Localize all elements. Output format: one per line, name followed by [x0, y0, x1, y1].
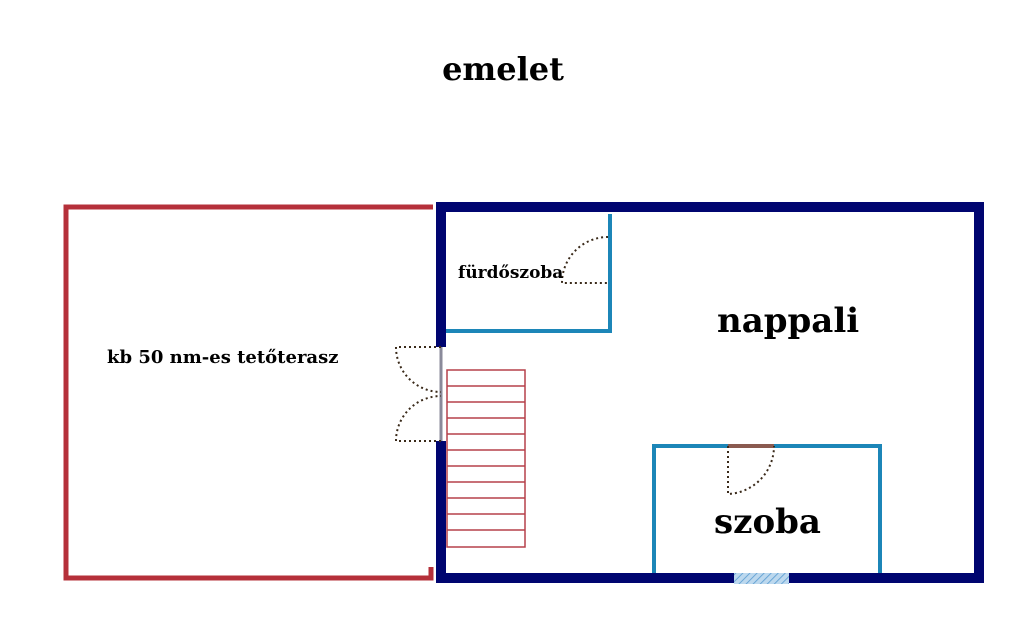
bathroom-door-arc — [560, 236, 609, 284]
bedroom-door-arc — [727, 445, 776, 496]
staircase-outline — [446, 369, 526, 548]
bathroom-door-swing — [560, 236, 609, 284]
staircase — [446, 369, 526, 548]
terrace-door-swing — [394, 346, 442, 442]
bathroom-wall — [446, 214, 612, 333]
terrace-door-swing-lower — [394, 395, 442, 442]
terrace-door-swing-upper — [394, 346, 442, 393]
living-room-label: nappali — [717, 301, 859, 341]
bedroom-door-swing — [727, 445, 776, 496]
floor-title: emelet — [442, 50, 564, 88]
terrace-outline — [63, 204, 434, 581]
bedroom-label: szoba — [714, 502, 821, 542]
terrace-label: kb 50 nm-es tetőterasz — [107, 347, 338, 368]
bedroom-window — [734, 573, 789, 584]
bathroom-label: fürdőszoba — [458, 263, 563, 283]
